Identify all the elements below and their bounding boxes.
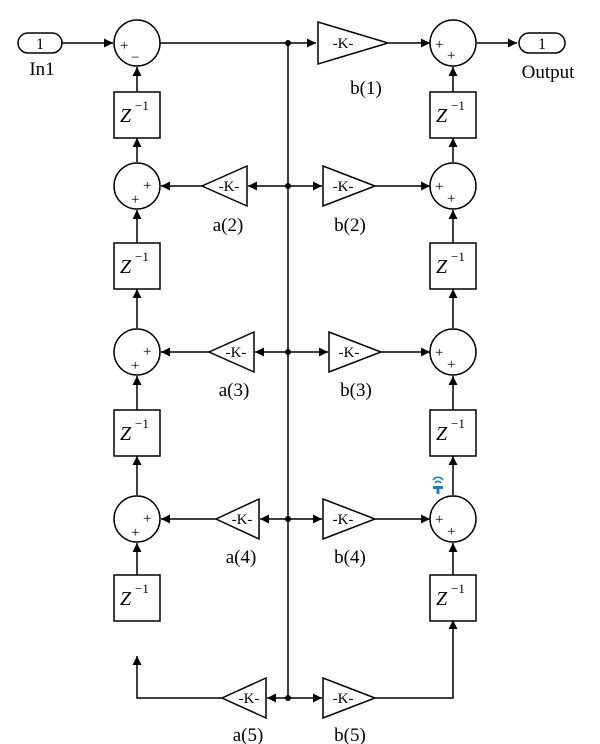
delay-base: Z [120,256,132,278]
gain-block-a4[interactable]: -K- [214,497,260,541]
sum-block-right-2[interactable]: + + [429,162,477,210]
wire-a5-to-left-chain [132,656,222,699]
gain-label-b3: b(3) [340,380,372,401]
sum-sign-plus: + [447,524,455,540]
input-port[interactable]: 1 [17,32,63,54]
delay-base: Z [436,105,448,127]
delay-block-right-1[interactable]: Z −1 [429,91,477,139]
output-port-label: Output [522,62,576,83]
delay-exponent: −1 [451,581,465,596]
input-port-number: 1 [36,36,44,53]
delay-exponent: −1 [135,416,149,431]
sum-sign-plus: + [435,179,443,195]
delay-block-right-4[interactable]: Z −1 [429,574,477,622]
delay-base: Z [120,105,132,127]
junction-dot [285,695,291,701]
gain-label-a5: a(5) [233,725,264,744]
gain-block-b4[interactable]: -K- [322,497,378,541]
delay-block-left-2[interactable]: Z −1 [113,242,161,290]
gain-label-b2: b(2) [334,215,366,236]
signal-probe-icon[interactable] [432,476,444,494]
connections [62,38,517,703]
gain-label-a2: a(2) [213,215,244,236]
delay-base: Z [436,423,448,445]
gain-text: -K- [232,512,253,528]
sum-sign-plus: + [447,48,455,64]
delay-base: Z [436,256,448,278]
delay-exponent: −1 [135,98,149,113]
gain-block-a2[interactable]: -K- [200,164,248,208]
junction-dot [285,183,291,189]
junction-dot [285,40,291,46]
delay-base: Z [120,588,132,610]
gain-block-a3[interactable]: -K- [207,330,255,374]
sum-block-left-4[interactable]: + + [113,495,161,543]
sum-sign-plus: + [131,358,139,374]
delay-block-left-1[interactable]: Z −1 [113,91,161,139]
sum-sign-plus: + [435,37,443,53]
sum-block-left-3[interactable]: + + [113,328,161,376]
sum-sign-plus: + [143,344,151,360]
gain-text: -K- [333,691,354,707]
output-port-number: 1 [538,36,546,53]
input-port-label: In1 [29,59,54,80]
delay-block-right-3[interactable]: Z −1 [429,409,477,457]
delay-exponent: −1 [451,249,465,264]
gain-block-b1[interactable]: -K- [317,20,391,66]
delay-base: Z [120,423,132,445]
delay-base: Z [436,588,448,610]
gain-block-b5[interactable]: -K- [322,676,378,720]
sum-sign-minus: − [131,50,139,66]
delay-block-left-3[interactable]: Z −1 [113,409,161,457]
gain-text: -K- [333,179,354,195]
sum-block-left-2[interactable]: + + [113,162,161,210]
delay-exponent: −1 [451,416,465,431]
sum-sign-plus: + [435,512,443,528]
delay-block-left-4[interactable]: Z −1 [113,574,161,622]
gain-label-b4: b(4) [334,547,366,568]
gain-text: -K- [339,345,360,361]
sum-sign-plus: + [447,191,455,207]
sum-sign-plus: + [131,192,139,208]
delay-exponent: −1 [135,249,149,264]
bus-junctions [285,40,291,701]
delay-exponent: −1 [451,98,465,113]
output-port[interactable]: 1 [518,32,566,54]
wire-b5-to-right-chain [375,620,458,699]
sum-sign-plus: + [447,357,455,373]
sum-block-right-3[interactable]: + + [429,328,477,376]
gain-label-b5: b(5) [334,725,366,744]
gain-label-a4: a(4) [226,547,257,568]
delay-block-right-2[interactable]: Z −1 [429,242,477,290]
gain-text: -K- [219,179,240,195]
gain-block-b2[interactable]: -K- [322,164,378,208]
gain-block-a5[interactable]: -K- [220,676,267,720]
gain-label-a3: a(3) [219,380,250,401]
gain-text: -K- [333,36,354,52]
junction-dot [285,516,291,522]
sum-sign-plus: + [143,511,151,527]
gain-block-b3[interactable]: -K- [328,330,384,374]
gain-text: -K- [239,691,260,707]
sum-block-right-4[interactable]: + + [429,495,477,543]
gain-label-b1: b(1) [350,78,382,99]
sum-sign-plus: + [435,345,443,361]
gain-text: -K- [333,512,354,528]
sum-block-output[interactable]: + + [429,19,477,67]
gain-text: -K- [226,345,247,361]
sum-sign-plus: + [120,38,128,54]
sum-block-input[interactable]: + − [113,19,161,67]
delay-exponent: −1 [135,581,149,596]
junction-dot [285,349,291,355]
sum-sign-plus: + [143,178,151,194]
sum-sign-plus: + [131,525,139,541]
